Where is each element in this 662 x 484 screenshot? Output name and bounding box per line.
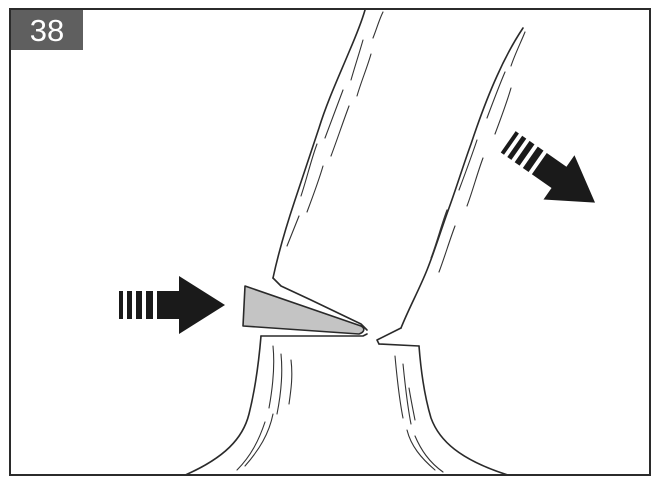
upper-trunk xyxy=(272,10,526,345)
step-number: 38 xyxy=(29,12,65,48)
arrow-down-right-icon xyxy=(500,131,596,203)
felling-wedge xyxy=(242,285,365,335)
step-number-badge: 38 xyxy=(11,10,83,50)
stump xyxy=(185,333,508,474)
diagram-frame: 38 xyxy=(9,8,651,476)
arrow-right-icon xyxy=(119,276,225,334)
tree-felling-illustration xyxy=(119,10,596,474)
